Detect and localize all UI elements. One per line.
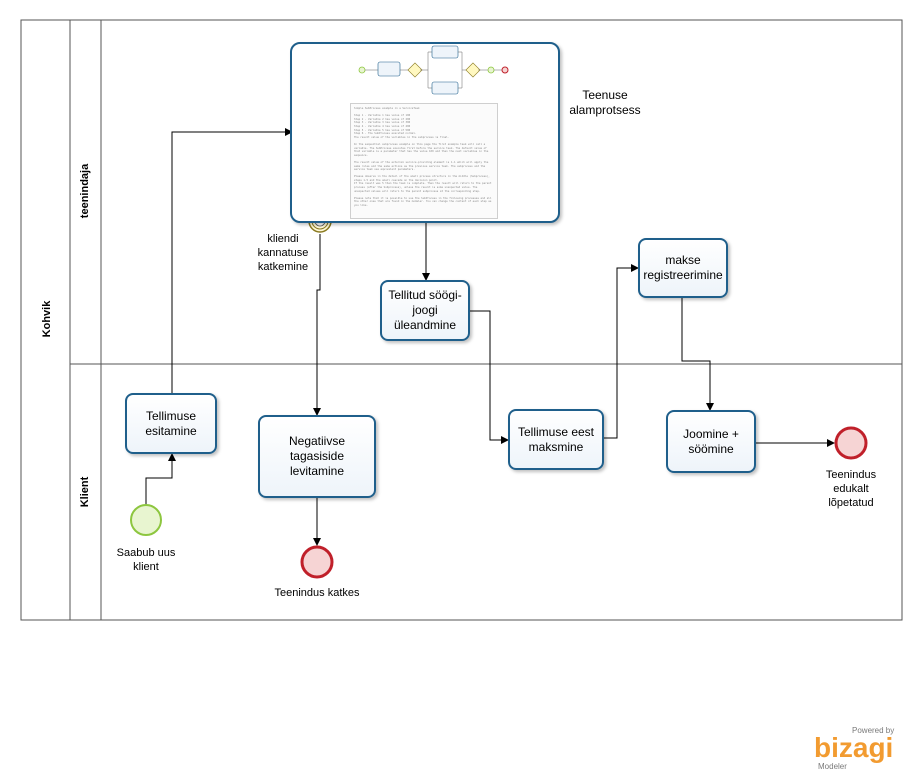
task-tellitud-soogi-joogi[interactable]: Tellitud söögi- joogi üleandmine [380,280,470,341]
bizagi-branding: Powered by bizagi Modeler [808,726,904,771]
subprocess-thumbnail [358,45,509,95]
task-makse-registreerimine[interactable]: makse registreerimine [638,238,728,298]
flow-tellimuse-to-subprocess [171,128,293,393]
pool-border [20,19,903,621]
lane-label-teenindaja: teenindaja [79,163,91,219]
start-event-label: Saabub uus klient [116,547,176,573]
task-negatiivse-tagasiside[interactable]: Negatiivse tagasiside levitamine [258,415,376,498]
boundary-event-label: kliendi kannatuse katkemine [257,233,309,273]
task-tellimuse-esitamine[interactable]: Tellimuse esitamine [125,393,217,454]
subprocess-teenuse[interactable]: Simple SubProcess example in a ServiceTa… [290,42,560,223]
subprocess-document: Simple SubProcess example in a ServiceTa… [350,103,498,219]
brand-powered-text: Powered by [852,726,895,735]
end-event-cancel [300,545,334,579]
bizagi-logo: bizagi [814,732,894,763]
flow-tellitud-to-tellimuse-eest [470,310,509,444]
pool-label: Kohvik [41,300,53,338]
lane-label-klient: Klient [79,476,91,508]
subprocess-label: Teenuse alamprotsess [569,88,641,117]
flow-boundary-to-negatiivse [313,234,321,416]
end-success-label: Teenindus edukalt lõpetatud [825,469,877,509]
flow-start-to-tellimuse [145,453,176,505]
flow-tellimuse-eest-to-makse [604,264,639,439]
end-cancel-label: Teenindus katkes [274,587,360,599]
flow-makse-to-joomine [681,298,714,411]
task-tellimuse-eest-maksmine[interactable]: Tellimuse eest maksmine [508,409,604,470]
task-joomine-soomine[interactable]: Joomine + söömine [666,410,756,473]
start-event [130,504,162,536]
end-event-success [834,426,868,460]
brand-modeler-text: Modeler [818,762,847,771]
